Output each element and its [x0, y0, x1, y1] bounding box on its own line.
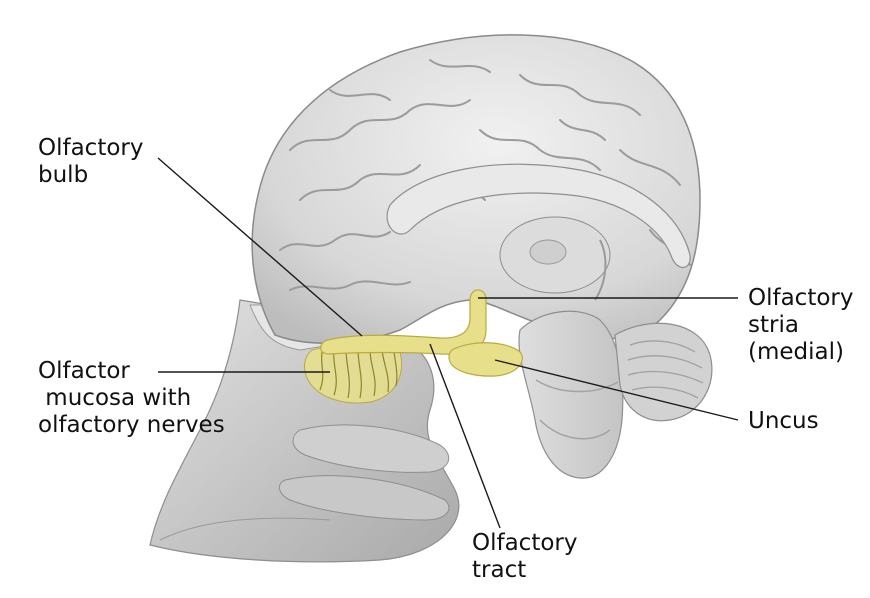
brainstem: [519, 311, 623, 478]
label-olfactor-mucosa: Olfactor mucosa with olfactory nerves: [38, 358, 225, 439]
label-olfactory-tract: Olfactory tract: [472, 530, 578, 584]
label-uncus: Uncus: [748, 408, 819, 435]
label-olfactory-bulb: Olfactory bulb: [38, 135, 144, 189]
label-olfactory-stria: Olfactory stria (medial): [748, 285, 854, 366]
cerebellum: [615, 323, 712, 420]
